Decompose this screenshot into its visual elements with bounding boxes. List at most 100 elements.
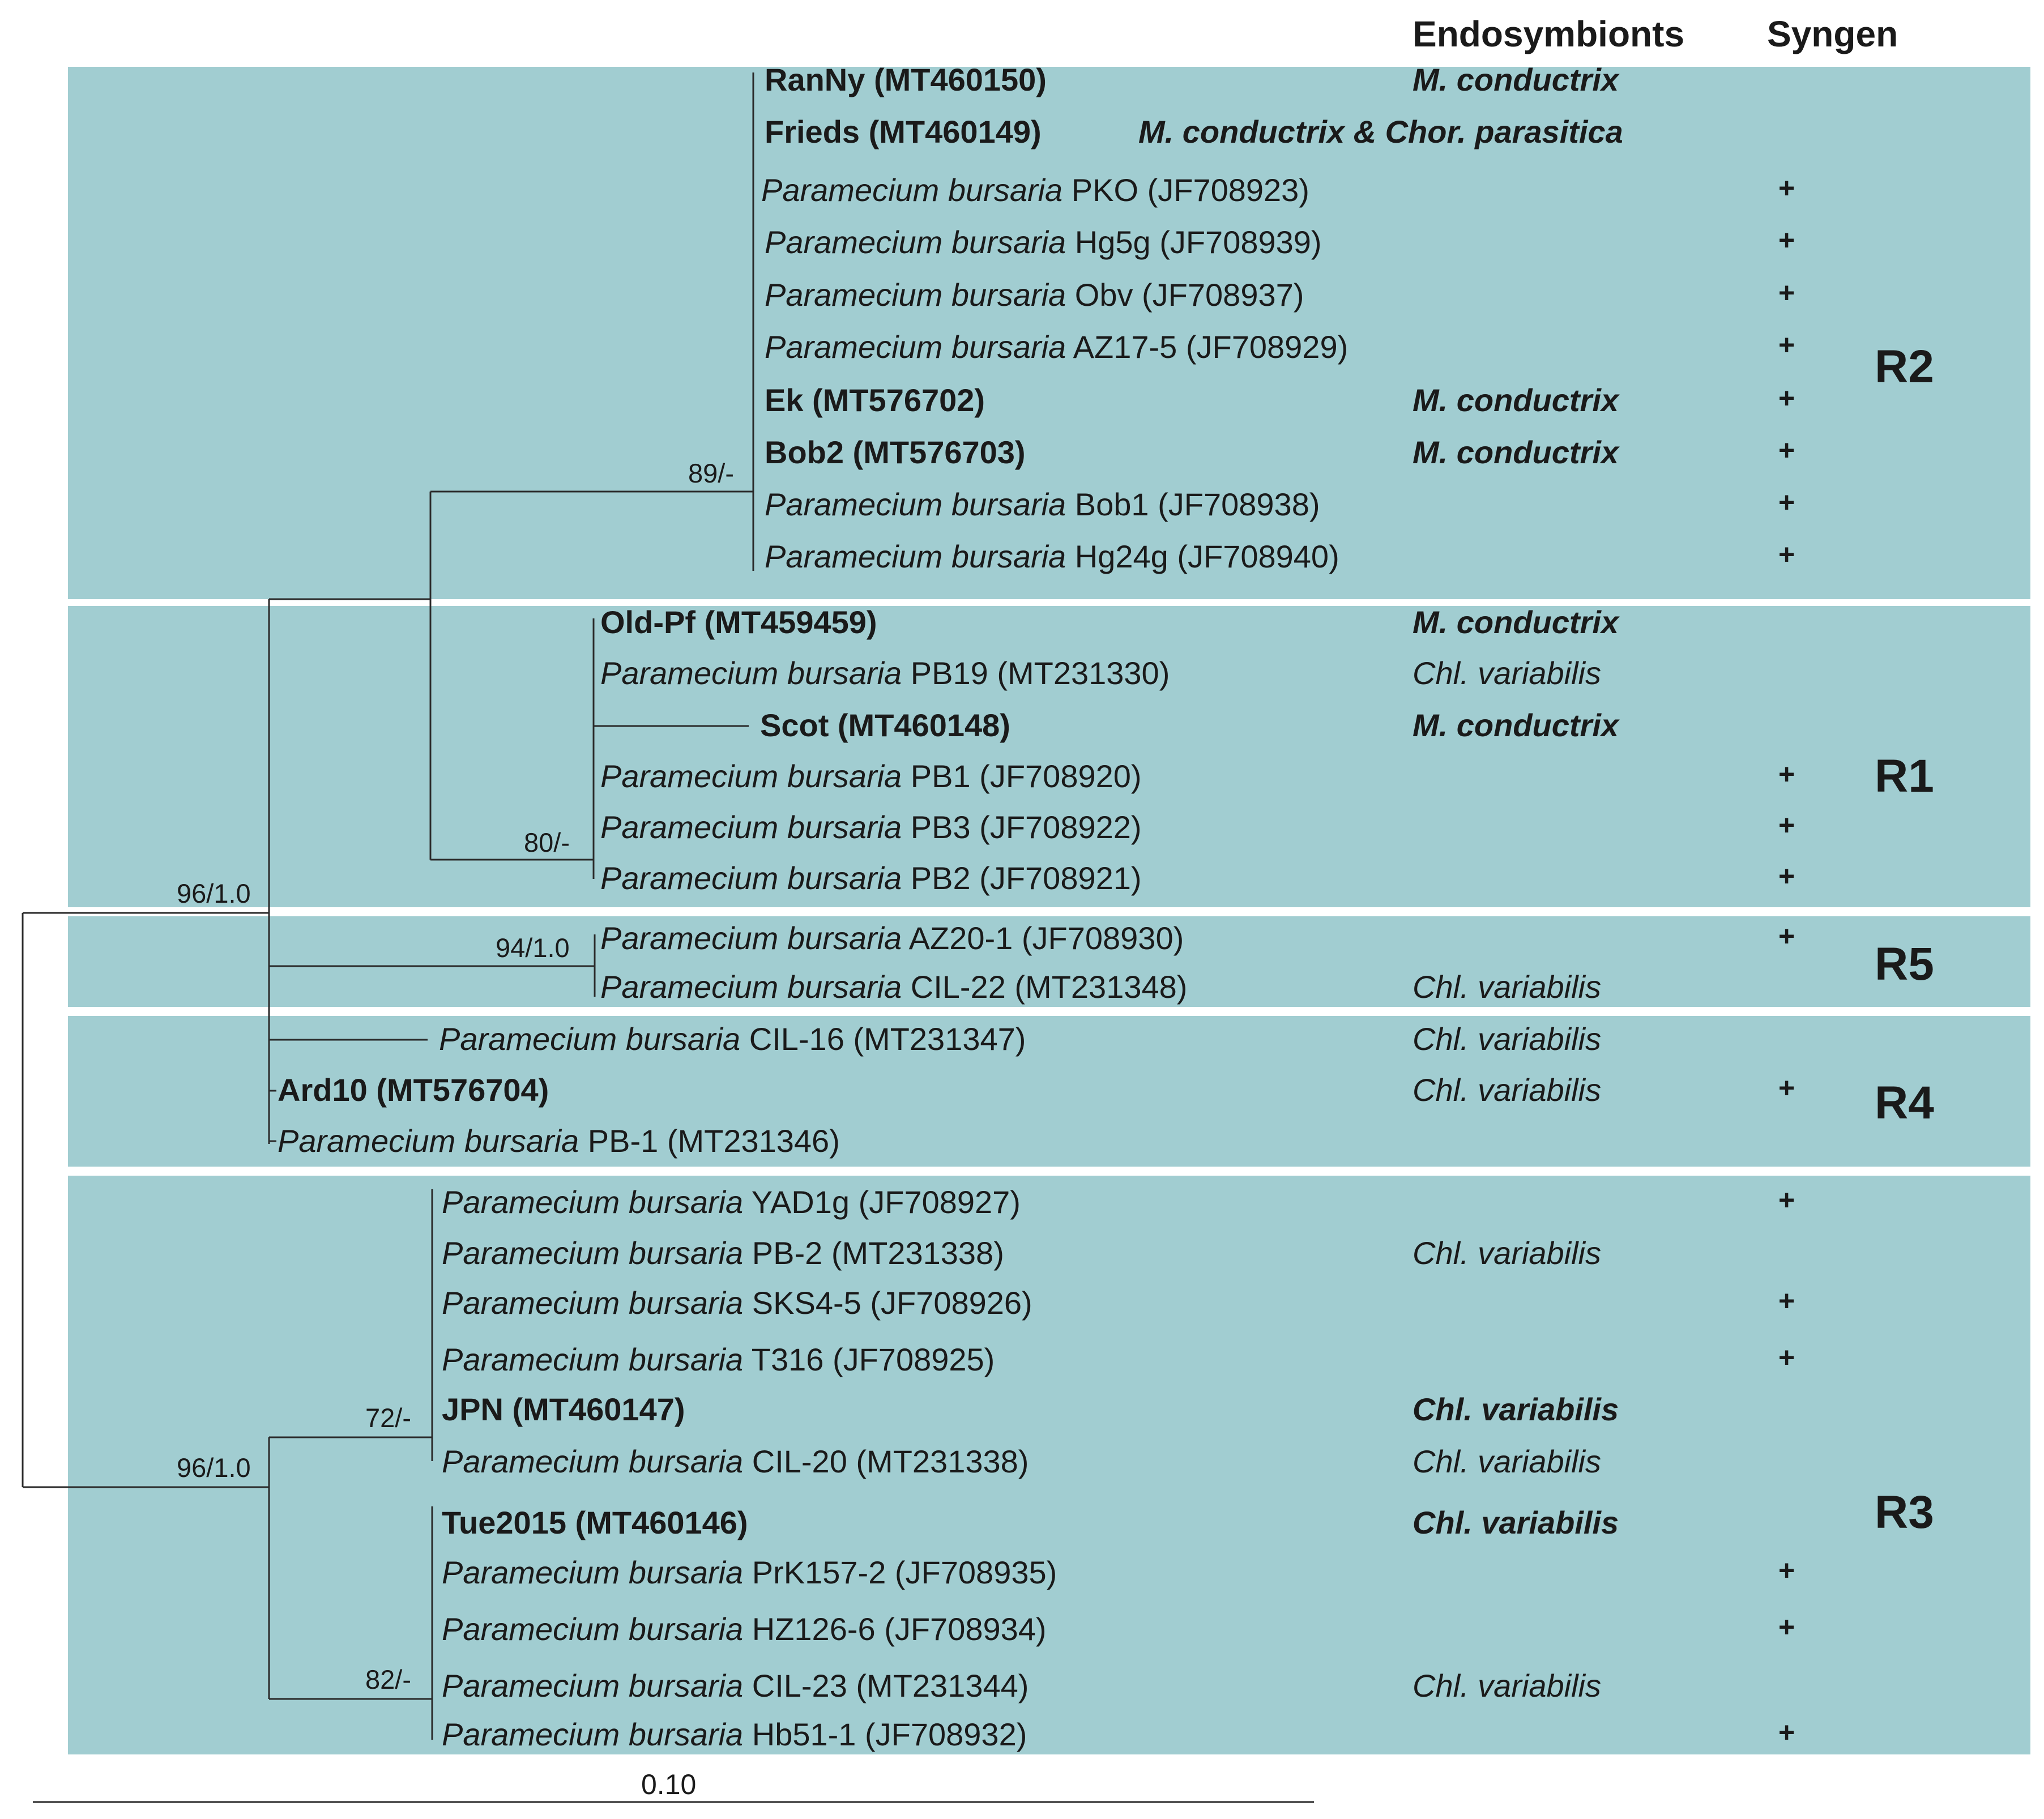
taxon-strain: PKO (JF708923) xyxy=(1072,172,1309,208)
taxon-species: Paramecium bursaria xyxy=(439,1021,740,1057)
taxon-species: Paramecium bursaria xyxy=(600,758,902,794)
taxon-strain: CIL-23 (MT231344) xyxy=(752,1668,1029,1703)
taxon-strain: T316 (JF708925) xyxy=(752,1342,995,1377)
syngen-mark: + xyxy=(1778,224,1795,256)
taxon-strain: Hg5g (JF708939) xyxy=(1075,224,1322,260)
taxon-label: Paramecium bursaria Hg5g (JF708939) xyxy=(765,224,1322,260)
taxon-label: JPN (MT460147) xyxy=(442,1391,685,1427)
band-r3 xyxy=(68,1176,2030,1754)
taxon-strain: PB3 (JF708922) xyxy=(911,809,1142,845)
taxon-label: Paramecium bursaria YAD1g (JF708927) xyxy=(442,1184,1021,1220)
taxon-label: Paramecium bursaria PB-1 (MT231346) xyxy=(278,1123,840,1159)
taxon-species: Paramecium bursaria xyxy=(600,860,902,896)
group-label-r5: R5 xyxy=(1875,938,1934,990)
syngen-mark: + xyxy=(1778,434,1795,466)
taxon-strain: Frieds (MT460149) xyxy=(765,114,1042,150)
taxon-label: Ard10 (MT576704) xyxy=(278,1072,549,1108)
upper-clade-branch xyxy=(268,598,595,1144)
endosymbiont-label: Chl. variabilis xyxy=(1413,1444,1601,1479)
taxon-label: Paramecium bursaria PB1 (JF708920) xyxy=(600,758,1142,794)
taxon-strain: SKS4-5 (JF708926) xyxy=(752,1285,1032,1321)
tree-branches xyxy=(22,72,754,1740)
taxon-label: Paramecium bursaria PB19 (MT231330) xyxy=(600,655,1170,691)
endosymbiont-label: M. conductrix xyxy=(1413,434,1620,470)
band-r2 xyxy=(68,67,2030,599)
taxon-species: Paramecium bursaria xyxy=(600,969,902,1005)
taxon-label: Paramecium bursaria HZ126-6 (JF708934) xyxy=(442,1611,1047,1647)
taxon-strain: PrK157-2 (JF708935) xyxy=(752,1555,1057,1590)
endosymbiont-label: Chl. variabilis xyxy=(1413,1391,1619,1427)
endosymbiont-label: Chl. variabilis xyxy=(1413,1668,1601,1703)
taxon-species: Paramecium bursaria xyxy=(442,1235,743,1271)
group-label-r3: R3 xyxy=(1875,1487,1934,1538)
taxon-label: Scot (MT460148) xyxy=(760,707,1010,743)
taxon-label: Paramecium bursaria PB2 (JF708921) xyxy=(600,860,1142,896)
group-label-r1: R1 xyxy=(1875,750,1934,802)
endosymbiont-label: Chl. variabilis xyxy=(1413,655,1601,691)
taxon-species: Paramecium bursaria xyxy=(600,655,902,691)
taxon-label: Paramecium bursaria CIL-20 (MT231338) xyxy=(442,1444,1029,1479)
syngen-mark: + xyxy=(1778,1555,1795,1586)
taxon-strain: HZ126-6 (JF708934) xyxy=(752,1611,1047,1647)
taxon-label: Paramecium bursaria Obv (JF708937) xyxy=(765,277,1304,313)
taxon-label: Paramecium bursaria CIL-16 (MT231347) xyxy=(439,1021,1026,1057)
lower-clade-branch xyxy=(268,1436,432,1700)
support-value: 89/- xyxy=(688,458,734,488)
taxon-label: Tue2015 (MT460146) xyxy=(442,1505,748,1540)
taxon-strain: CIL-22 (MT231348) xyxy=(911,969,1188,1005)
syngen-mark: + xyxy=(1778,920,1795,952)
taxon-species: Paramecium bursaria xyxy=(442,1444,743,1479)
support-value: 96/1.0 xyxy=(177,878,251,908)
taxon-species: Paramecium bursaria xyxy=(442,1611,743,1647)
syngen-mark: + xyxy=(1778,329,1795,361)
taxon-strain: PB-1 (MT231346) xyxy=(588,1123,840,1159)
taxon-strain: Bob2 (MT576703) xyxy=(765,434,1026,470)
syngen-mark: + xyxy=(1778,486,1795,518)
taxon-label: Frieds (MT460149) xyxy=(765,114,1042,150)
taxon-strain: CIL-20 (MT231338) xyxy=(752,1444,1029,1479)
taxon-strain: Hb51-1 (JF708932) xyxy=(752,1716,1027,1752)
taxon-label: Paramecium bursaria Bob1 (JF708938) xyxy=(765,486,1320,522)
endosymbiont-label: Chl. variabilis xyxy=(1413,969,1601,1005)
taxon-label: RanNy (MT460150) xyxy=(765,62,1047,97)
taxon-strain: PB2 (JF708921) xyxy=(911,860,1142,896)
band-r1 xyxy=(68,606,2030,907)
endosymbiont-label: M. conductrix xyxy=(1413,62,1620,97)
endosymbiont-label: Chl. variabilis xyxy=(1413,1505,1619,1540)
taxon-label: Paramecium bursaria SKS4-5 (JF708926) xyxy=(442,1285,1032,1321)
support-value: 72/- xyxy=(365,1403,411,1433)
band-r4 xyxy=(68,1016,2030,1167)
taxon-strain: AZ17-5 (JF708929) xyxy=(1073,329,1349,365)
taxon-species: Paramecium bursaria xyxy=(765,224,1066,260)
r1-r2-node-branch xyxy=(429,490,753,861)
taxon-species: Paramecium bursaria xyxy=(765,486,1066,522)
taxon-strain: PB-2 (MT231338) xyxy=(752,1235,1004,1271)
taxon-species: Paramecium bursaria xyxy=(442,1285,743,1321)
taxon-strain: RanNy (MT460150) xyxy=(765,62,1047,97)
taxon-strain: AZ20-1 (JF708930) xyxy=(909,920,1184,956)
taxon-label: Paramecium bursaria PKO (JF708923) xyxy=(761,172,1309,208)
syngen-mark: + xyxy=(1778,1611,1795,1643)
taxon-species: Paramecium bursaria xyxy=(442,1716,743,1752)
taxon-label: Paramecium bursaria AZ17-5 (JF708929) xyxy=(765,329,1348,365)
endosymbiont-label: M. conductrix xyxy=(1413,707,1620,743)
taxon-label: Paramecium bursaria Hb51-1 (JF708932) xyxy=(442,1716,1027,1752)
endosymbiont-label: Chl. variabilis xyxy=(1413,1021,1601,1057)
syngen-mark: + xyxy=(1778,382,1795,414)
root-branch xyxy=(22,912,269,1488)
endosymbiont-label: Chl. variabilis xyxy=(1413,1072,1601,1108)
taxon-label: Bob2 (MT576703) xyxy=(765,434,1026,470)
endosymbiont-label: M. conductrix xyxy=(1413,382,1620,418)
taxon-label: Paramecium bursaria CIL-23 (MT231344) xyxy=(442,1668,1029,1703)
taxon-strain: Ard10 (MT576704) xyxy=(278,1072,549,1108)
taxon-label: Paramecium bursaria AZ20-1 (JF708930) xyxy=(600,920,1184,956)
taxon-strain: Hg24g (JF708940) xyxy=(1075,539,1339,574)
taxon-strain: JPN (MT460147) xyxy=(442,1391,685,1427)
syngen-mark: + xyxy=(1778,277,1795,309)
taxon-species: Paramecium bursaria xyxy=(765,539,1066,574)
taxon-strain: Ek (MT576702) xyxy=(765,382,985,418)
syngen-mark: + xyxy=(1778,860,1795,892)
syngen-mark: + xyxy=(1778,539,1795,570)
